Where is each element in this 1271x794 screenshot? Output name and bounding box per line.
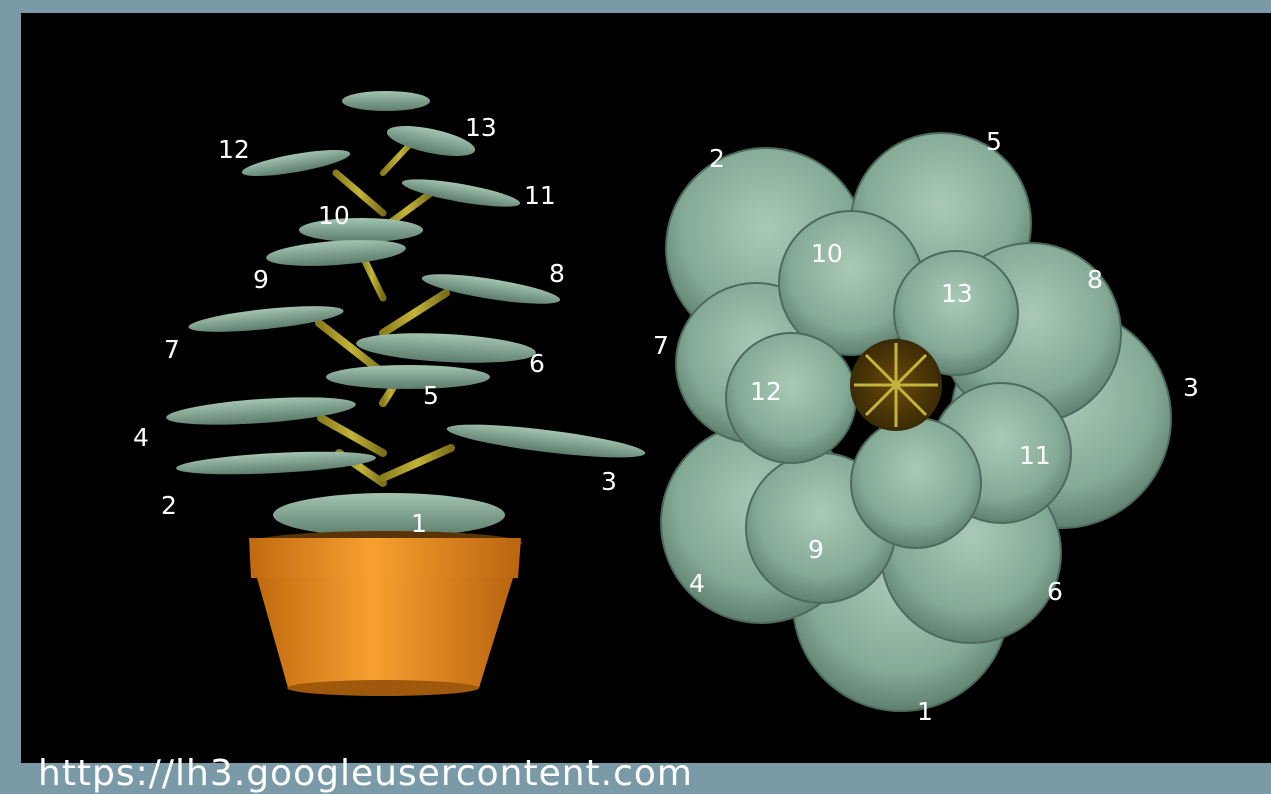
side-label-7: 7	[164, 337, 180, 362]
top-label-9: 9	[808, 537, 824, 562]
side-label-11: 11	[524, 183, 556, 208]
side-view-plant	[165, 91, 646, 696]
top-label-12: 12	[750, 379, 782, 404]
top-label-1: 1	[917, 699, 933, 724]
figure-canvas: 1 2 3 4 5 6 7 8 9 10 11 12 13 1 2 3 4 5 …	[21, 13, 1271, 763]
source-url: https://lh3.googleusercontent.com	[38, 756, 693, 792]
top-label-2: 2	[709, 146, 725, 171]
side-label-13: 13	[465, 115, 497, 140]
top-label-7: 7	[653, 333, 669, 358]
side-label-9: 9	[253, 267, 269, 292]
side-label-10: 10	[318, 203, 350, 228]
side-label-5: 5	[423, 383, 439, 408]
top-label-13: 13	[941, 281, 973, 306]
top-label-8: 8	[1087, 267, 1103, 292]
rosette-center	[850, 339, 942, 431]
side-label-6: 6	[529, 351, 545, 376]
top-label-10: 10	[811, 241, 843, 266]
side-label-12: 12	[218, 137, 250, 162]
flower-pot	[249, 531, 522, 696]
side-label-3: 3	[601, 469, 617, 494]
top-label-11: 11	[1019, 443, 1051, 468]
top-label-4: 4	[689, 571, 705, 596]
phyllotaxis-illustration	[21, 13, 1271, 763]
side-label-1: 1	[411, 511, 427, 536]
side-label-2: 2	[161, 493, 177, 518]
top-label-3: 3	[1183, 375, 1199, 400]
top-label-6: 6	[1047, 579, 1063, 604]
side-label-4: 4	[133, 425, 149, 450]
top-label-5: 5	[986, 129, 1002, 154]
side-label-8: 8	[549, 261, 565, 286]
